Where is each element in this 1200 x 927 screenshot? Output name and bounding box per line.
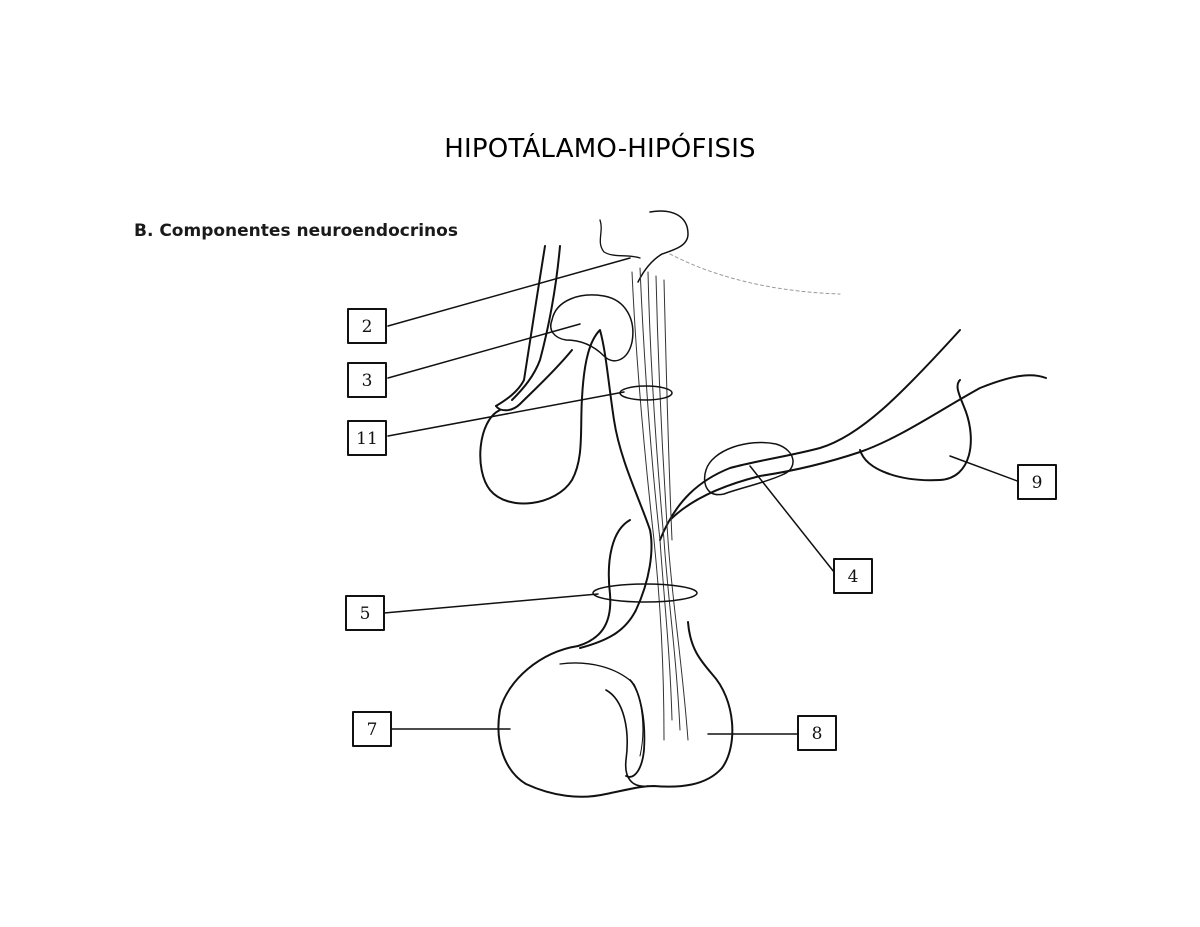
- nucleus-blob-3: [550, 294, 634, 362]
- left-stalk: [495, 245, 546, 407]
- left-bulb: [479, 397, 583, 505]
- ring-lower: [592, 583, 698, 603]
- pituitary-body: [497, 621, 734, 798]
- ring-upper: [619, 385, 673, 401]
- median-eminence: [703, 441, 794, 496]
- left-stalk-inner: [511, 245, 561, 401]
- brain-curve-faint: [669, 253, 841, 295]
- diagram-subtitle: B. Componentes neuroendocrinos: [134, 221, 458, 241]
- label-4: 4: [848, 567, 859, 587]
- stalk-right-upper: [669, 374, 1047, 521]
- brain-outline: [599, 219, 641, 259]
- label-5: 5: [360, 604, 371, 624]
- label-7: 7: [367, 720, 378, 740]
- left-stalk-curl: [495, 349, 573, 412]
- label-11: 11: [356, 429, 378, 449]
- page-title: HIPOTÁLAMO-HIPÓFISIS: [444, 134, 756, 164]
- stalk-right-wall: [659, 329, 961, 541]
- leader-lines: [383, 257, 1021, 735]
- label-8: 8: [812, 724, 823, 744]
- right-bulb: [859, 379, 972, 482]
- nerve-fibers: [631, 267, 689, 741]
- brain-outline-right: [637, 210, 689, 283]
- posterior-line: [559, 662, 633, 683]
- label-2: 2: [362, 317, 373, 337]
- pars-intermedia: [625, 679, 646, 778]
- stalk-left-wall: [579, 329, 653, 649]
- left-pituitary-wall: [577, 519, 631, 647]
- pituitary-divider: [605, 689, 649, 787]
- label-3: 3: [362, 371, 373, 391]
- label-boxes: [345, 308, 1057, 751]
- label-9: 9: [1032, 473, 1043, 493]
- pars-intermedia-inner: [633, 683, 644, 757]
